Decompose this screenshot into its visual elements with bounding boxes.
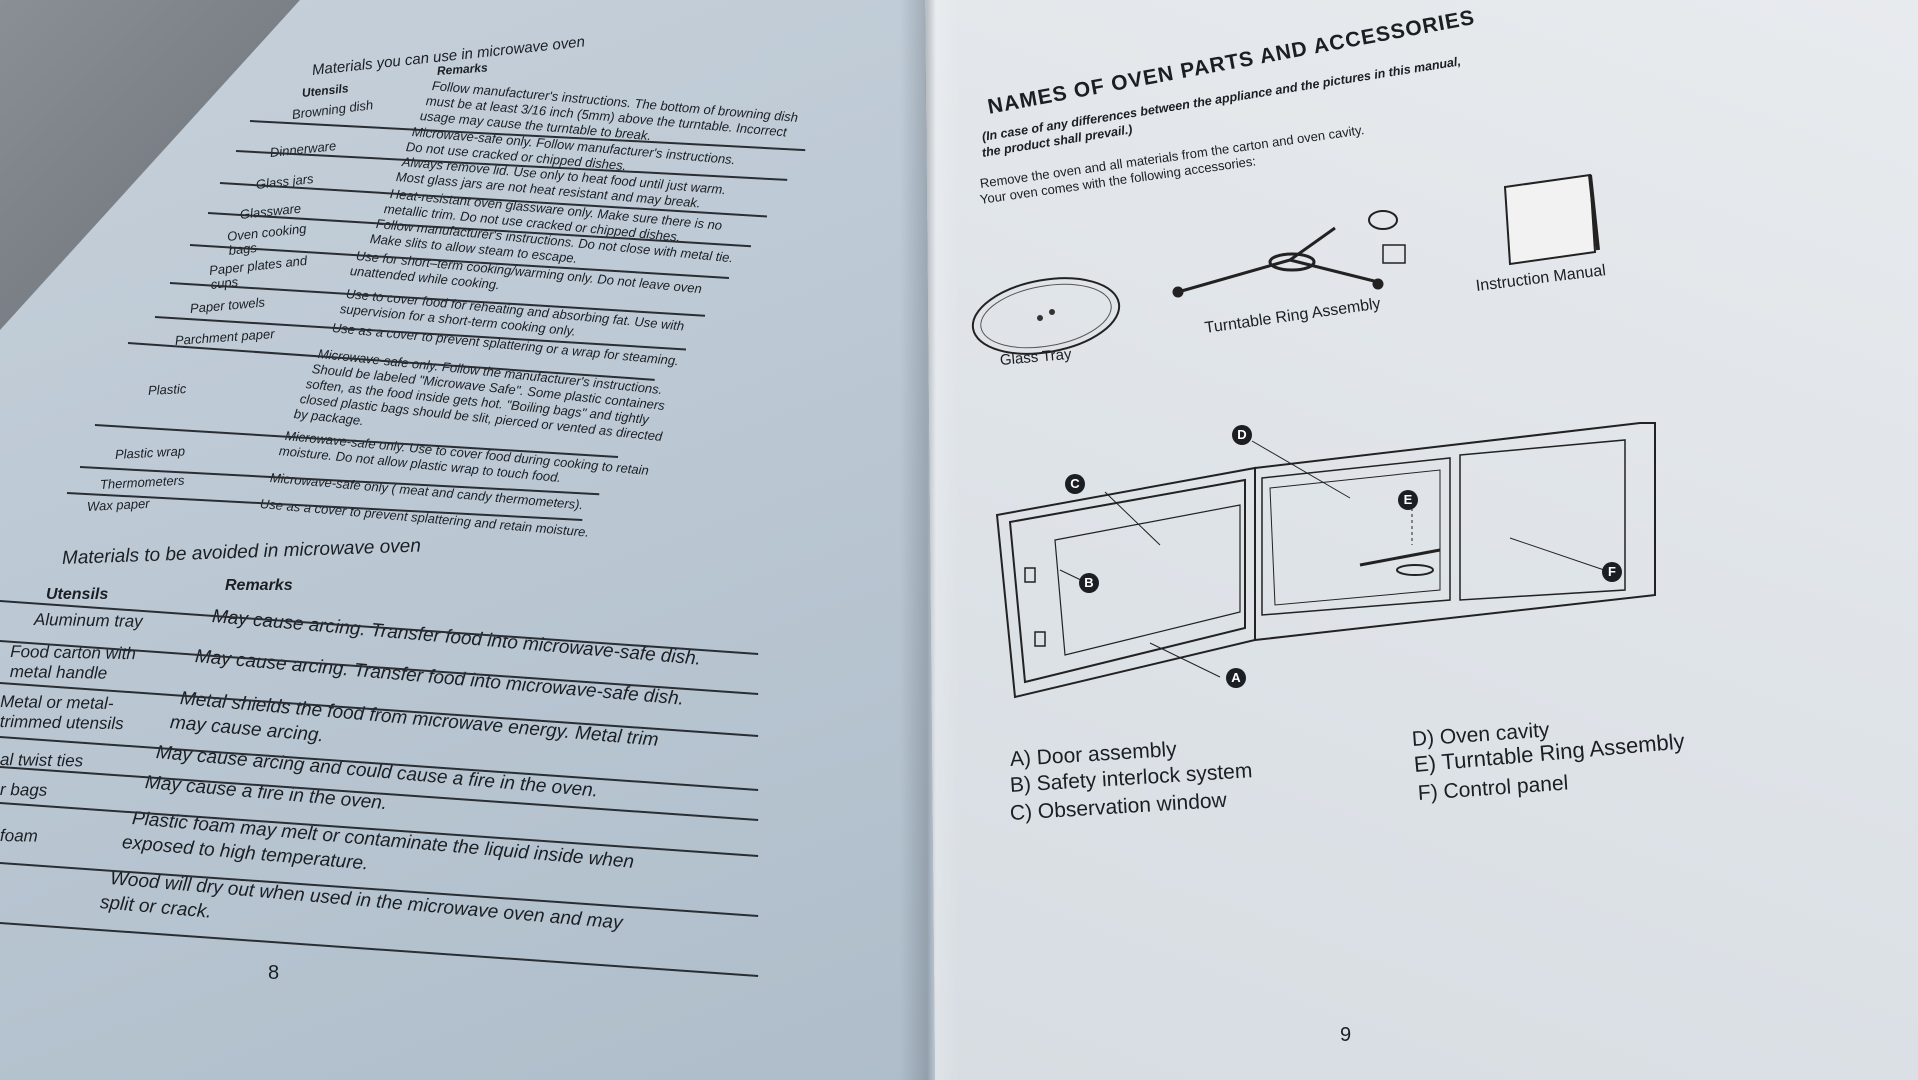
- diagram-marker-b: B: [1079, 573, 1099, 593]
- table-rule: [0, 922, 759, 977]
- usable-utensil: Paper towels: [189, 294, 266, 316]
- usable-utensil: Plastic: [147, 381, 187, 398]
- avoid-utensil: Food carton with metal handle: [9, 642, 137, 683]
- diagram-marker-a: A: [1226, 668, 1246, 688]
- page-number-right: 9: [1340, 1024, 1352, 1046]
- usable-utensil: Plastic wrap: [114, 443, 186, 462]
- turntable-ring-icon: [1172, 210, 1406, 298]
- avoid-utensil: foam: [0, 826, 38, 846]
- avoid-header-utensils: Utensils: [46, 586, 109, 603]
- usable-utensil: Thermometers: [99, 472, 185, 492]
- instruction-manual-icon: [1503, 173, 1600, 266]
- avoid-header-remarks: Remarks: [225, 577, 293, 594]
- usable-utensil: Parchment paper: [174, 326, 275, 348]
- avoid-utensil: r bags: [0, 780, 48, 800]
- diagram-marker-f: F: [1602, 562, 1622, 582]
- diagram-marker-c: C: [1065, 474, 1085, 494]
- avoid-utensil: Metal or metal-trimmed utensils: [0, 692, 124, 734]
- book-gutter: [900, 0, 960, 1080]
- glass-tray-icon: [971, 277, 1121, 355]
- avoid-utensil: Aluminum tray: [33, 610, 143, 631]
- page-number-left: 8: [268, 962, 280, 984]
- usable-header-utensils: Utensils: [301, 81, 350, 100]
- oven-diagram: [995, 422, 1656, 699]
- diagram-marker-e: E: [1398, 490, 1418, 510]
- avoid-title: Materials to be avoided in microwave ove…: [61, 535, 422, 569]
- usable-header-remarks: Remarks: [436, 60, 489, 78]
- diagram-marker-d: D: [1232, 425, 1252, 445]
